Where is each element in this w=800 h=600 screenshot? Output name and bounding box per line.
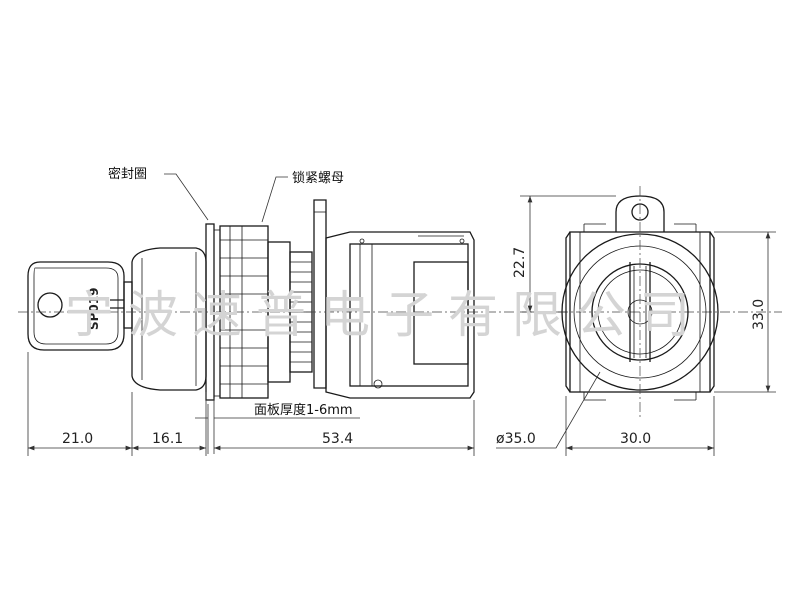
switch-body xyxy=(325,231,475,399)
dim-width: 30.0 xyxy=(620,431,651,447)
dim-height-total: 33.0 xyxy=(751,299,767,330)
dim-height-top: 22.7 xyxy=(512,247,528,278)
dim-body-length: 53.4 xyxy=(322,431,353,447)
label-lock-nut: 锁紧螺母 xyxy=(292,170,344,186)
key xyxy=(27,261,133,351)
dim-front-length: 16.1 xyxy=(152,431,183,447)
dim-diameter: ø35.0 xyxy=(496,431,536,447)
watermark: 宁波速普电子有限公司 xyxy=(64,286,704,344)
label-key-code: SP019 xyxy=(87,288,101,331)
label-panel-thickness: 面板厚度1-6mm xyxy=(254,402,353,418)
dim-key-length: 21.0 xyxy=(62,431,93,447)
label-seal-ring: 密封圈 xyxy=(108,166,147,182)
